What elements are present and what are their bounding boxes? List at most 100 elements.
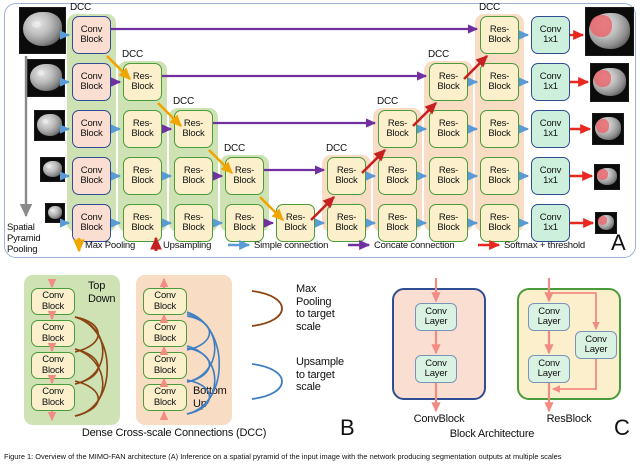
- conv-block-r2c1: Conv Block: [72, 63, 111, 101]
- block-line-1: Conv: [539, 164, 562, 176]
- dcc-bu-block-1: Conv Block: [143, 288, 187, 315]
- block-line-2: 1x1: [543, 222, 558, 233]
- input-thumbnail-scale4: [40, 157, 65, 182]
- dcc-bu-block-4: Conv Block: [143, 384, 187, 411]
- block-line-2: Block: [80, 222, 103, 233]
- panel-c-title: Block Architecture: [449, 428, 535, 440]
- block-line-2: Block: [41, 300, 65, 312]
- block-line-1: Res-: [489, 70, 510, 82]
- output-thumbnail-scale2: [590, 63, 629, 102]
- legend-up-line-1: Upsample: [296, 356, 344, 368]
- block-line-1: Res-: [387, 117, 408, 129]
- block-line-2: Block: [488, 222, 511, 233]
- block-line-1: Conv: [42, 386, 64, 397]
- block-line-1: Res-: [387, 164, 408, 176]
- layer-line-1: Conv: [585, 333, 607, 345]
- layer-line-1: Conv: [425, 305, 447, 317]
- block-line-1: Res-: [438, 164, 459, 176]
- dcc-label-enc-2: DCC: [122, 49, 144, 60]
- block-line-1: Res-: [132, 211, 153, 223]
- block-line-2: 1x1: [543, 81, 558, 92]
- conv-1x1-r5: Conv 1x1: [531, 204, 570, 242]
- res-block-r5c6: Res- Block: [327, 204, 366, 242]
- block-line-1: Res-: [183, 117, 204, 129]
- res-block-r5c2: Res- Block: [123, 204, 162, 242]
- res-block-r4c9: Res- Block: [480, 157, 519, 195]
- res-block-r5c4: Res- Block: [225, 204, 264, 242]
- block-line-1: Conv: [539, 23, 562, 35]
- block-line-2: Block: [437, 222, 460, 233]
- block-line-1: Res-: [183, 164, 204, 176]
- res-block-r5c8: Res- Block: [429, 204, 468, 242]
- block-line-2: Block: [284, 222, 307, 233]
- block-line-1: Res-: [132, 164, 153, 176]
- block-line-1: Res-: [132, 117, 153, 129]
- legend-softmax-threshold: Softmax + threshold: [504, 240, 585, 251]
- block-line-1: Res-: [234, 164, 255, 176]
- spatial-pyramid-label: Spatial Pyramid Pooling: [7, 222, 52, 255]
- res-block-r2c8: Res- Block: [429, 63, 468, 101]
- dcc-label-enc-3: DCC: [173, 96, 195, 107]
- res-block-r4c2: Res- Block: [123, 157, 162, 195]
- legend-up-line-2: to target: [296, 368, 335, 381]
- input-thumbnail-scale1: [19, 7, 66, 54]
- block-line-2: Block: [386, 222, 409, 233]
- block-line-1: Res-: [438, 70, 459, 82]
- block-line-2: Block: [153, 332, 177, 344]
- block-line-2: Block: [437, 128, 460, 139]
- top-down-line-2: Down: [88, 292, 116, 305]
- res-block-r5c3: Res- Block: [174, 204, 213, 242]
- legend-max-pooling-target: Max Pooling to target scale: [296, 283, 362, 333]
- output-thumbnail-scale5: [595, 212, 617, 234]
- block-line-1: Conv: [539, 117, 562, 129]
- dcc-td-block-4: Conv Block: [31, 384, 75, 411]
- block-line-2: Block: [488, 81, 511, 92]
- conv-1x1-r3: Conv 1x1: [531, 110, 570, 148]
- block-line-1: Conv: [42, 290, 64, 301]
- layer-line-2: Layer: [537, 316, 561, 327]
- block-line-1: Conv: [80, 117, 103, 129]
- block-line-2: Block: [437, 81, 460, 92]
- block-line-2: Block: [153, 396, 177, 408]
- dcc-td-block-1: Conv Block: [31, 288, 75, 315]
- res-block-r3c2: Res- Block: [123, 110, 162, 148]
- dcc-label-dec-4: DCC: [479, 2, 501, 13]
- dcc-label-dec-1: DCC: [326, 143, 348, 154]
- output-thumbnail-scale3: [592, 113, 624, 145]
- res-block-r5c7: Res- Block: [378, 204, 417, 242]
- conv-block-r4c1: Conv Block: [72, 157, 111, 195]
- block-line-1: Res-: [387, 211, 408, 223]
- block-line-2: Block: [80, 128, 103, 139]
- block-line-2: Block: [41, 332, 65, 344]
- block-line-1: Res-: [285, 211, 306, 223]
- layer-line-1: Conv: [425, 357, 447, 369]
- layer-line-2: Layer: [537, 368, 561, 379]
- conv-1x1-r2: Conv 1x1: [531, 63, 570, 101]
- layer-line-1: Conv: [538, 357, 560, 369]
- resblock-caption: ResBlock: [546, 413, 592, 425]
- res-block-r5c5-bottleneck: Res- Block: [276, 204, 315, 242]
- res-block-r4c6: Res- Block: [327, 157, 366, 195]
- block-line-2: Block: [386, 128, 409, 139]
- panel-b-title: Dense Cross-scale Connections (DCC): [81, 427, 267, 439]
- block-line-1: Conv: [539, 70, 562, 82]
- res-block-r4c3: Res- Block: [174, 157, 213, 195]
- block-line-2: Block: [131, 128, 154, 139]
- block-line-2: 1x1: [543, 128, 558, 139]
- block-line-2: Block: [182, 222, 205, 233]
- block-line-1: Res-: [183, 211, 204, 223]
- resblock-conv-layer-2: Conv Layer: [528, 355, 570, 383]
- layer-line-2: Layer: [424, 368, 448, 379]
- block-line-1: Conv: [80, 23, 103, 35]
- block-line-2: Block: [131, 222, 154, 233]
- output-thumbnail-scale1: [585, 7, 634, 56]
- conv-block-r1c1: Conv Block: [72, 16, 111, 54]
- block-line-1: Res-: [438, 117, 459, 129]
- block-line-2: Block: [386, 175, 409, 186]
- conv-1x1-r4: Conv 1x1: [531, 157, 570, 195]
- spatial-pyramid-line-1: Spatial: [7, 222, 35, 233]
- dcc-bu-block-2: Conv Block: [143, 320, 187, 347]
- block-line-2: Block: [488, 34, 511, 45]
- block-line-1: Res-: [234, 211, 255, 223]
- block-line-2: Block: [153, 364, 177, 376]
